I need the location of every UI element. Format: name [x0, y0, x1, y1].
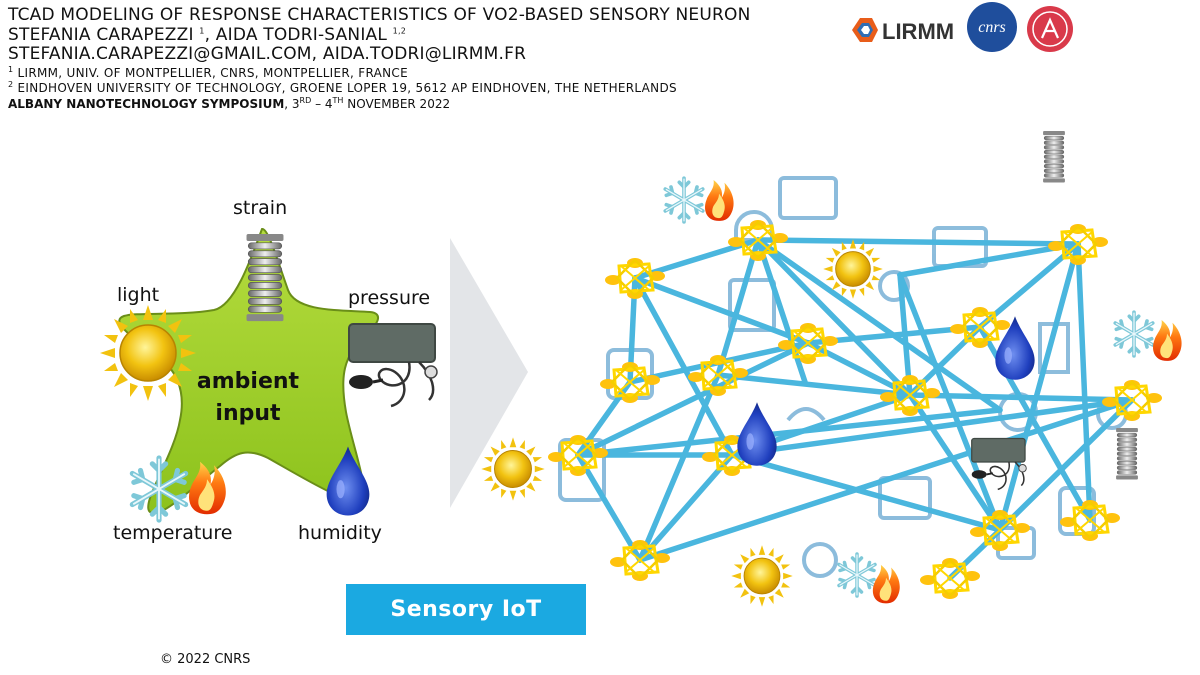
svg-text:cnrs: cnrs	[978, 19, 1006, 36]
ambient-input-line-2: input	[215, 400, 281, 426]
network-node	[970, 508, 1030, 552]
strain-spring-icon	[246, 233, 285, 322]
affiliation-1: 1 LIRMM, UNIV. OF MONTPELLIER, CNRS, MON…	[8, 65, 751, 81]
iot-network	[480, 130, 1182, 608]
temperature-flame-icon	[705, 180, 734, 221]
strain-spring-icon	[1042, 130, 1066, 183]
event-date-end-suffix: TH	[332, 96, 344, 106]
light-sun-icon	[480, 436, 546, 502]
network-node	[1102, 378, 1162, 422]
arrow-shape	[450, 238, 528, 508]
paper-title: TCAD MODELING OF RESPONSE CHARACTERISTIC…	[8, 5, 751, 25]
light-sun-icon	[822, 238, 884, 300]
author-2-affil: 1,2	[392, 25, 406, 35]
lirmm-logo: LIRMM	[852, 18, 954, 44]
label-temperature: temperature	[113, 522, 233, 544]
strain-spring-icon	[1115, 427, 1139, 480]
temperature-flame-icon	[1153, 320, 1182, 361]
author-2: , AIDA TODRI-SANIAL	[204, 24, 388, 45]
network-node	[950, 305, 1010, 349]
ambient-input-star	[118, 228, 379, 515]
sensory-iot-banner: Sensory IoT	[346, 584, 586, 635]
cnrs-logo: cnrs	[967, 2, 1017, 52]
author-1: STEFANIA CARAPEZZI	[8, 24, 194, 45]
affiliation-2: 2 EINDHOVEN UNIVERSITY OF TECHNOLOGY, GR…	[8, 80, 751, 96]
event-month-year: NOVEMBER 2022	[343, 97, 451, 112]
ambient-input-label: ambient input	[188, 366, 308, 430]
network-node	[920, 556, 980, 600]
event-date-start-suffix: RD	[299, 96, 312, 106]
copyright-notice: © 2022 CNRS	[160, 652, 251, 667]
light-sun-icon	[730, 544, 794, 608]
event-name: ALBANY NANOTECHNOLOGY SYMPOSIUM	[8, 97, 285, 112]
author-1-affil: 1	[199, 25, 205, 35]
title-block: TCAD MODELING OF RESPONSE CHARACTERISTIC…	[8, 5, 751, 112]
label-pressure: pressure	[348, 287, 431, 309]
affiliation-1-number: 1	[8, 64, 14, 74]
label-light: light	[117, 284, 160, 306]
label-strain: strain	[233, 197, 288, 219]
event-date-start: , 3	[284, 97, 300, 112]
affiliation-2-text: EINDHOVEN UNIVERSITY OF TECHNOLOGY, GROE…	[17, 81, 677, 96]
ambient-input-line-1: ambient	[196, 369, 300, 394]
temperature-snowflake-icon	[837, 552, 877, 598]
event-date-end: – 4	[311, 97, 333, 112]
university-seal	[1027, 6, 1073, 52]
affiliation-1-text: LIRMM, UNIV. OF MONTPELLIER, CNRS, MONTP…	[17, 65, 408, 80]
pressure-cuff-icon	[347, 322, 439, 408]
svg-text:LIRMM: LIRMM	[882, 19, 954, 44]
temperature-snowflake-icon	[663, 176, 705, 224]
network-node	[605, 256, 665, 300]
network-node	[610, 538, 670, 582]
humidity-drop-icon	[737, 402, 777, 466]
label-humidity: humidity	[298, 522, 382, 544]
event-line: ALBANY NANOTECHNOLOGY SYMPOSIUM, 3RD – 4…	[8, 96, 751, 112]
affiliation-2-number: 2	[8, 80, 14, 90]
partner-logos: LIRMM cnrs	[852, 2, 1073, 52]
light-sun-icon	[99, 304, 197, 402]
network-node	[880, 373, 940, 417]
emails: STEFANIA.CARAPEZZI@GMAIL.COM, AIDA.TODRI…	[8, 44, 527, 65]
temperature-flame-icon	[872, 564, 900, 604]
temperature-snowflake-icon	[1113, 310, 1155, 358]
authors: STEFANIA CARAPEZZI 1, AIDA TODRI-SANIAL …	[8, 24, 751, 46]
